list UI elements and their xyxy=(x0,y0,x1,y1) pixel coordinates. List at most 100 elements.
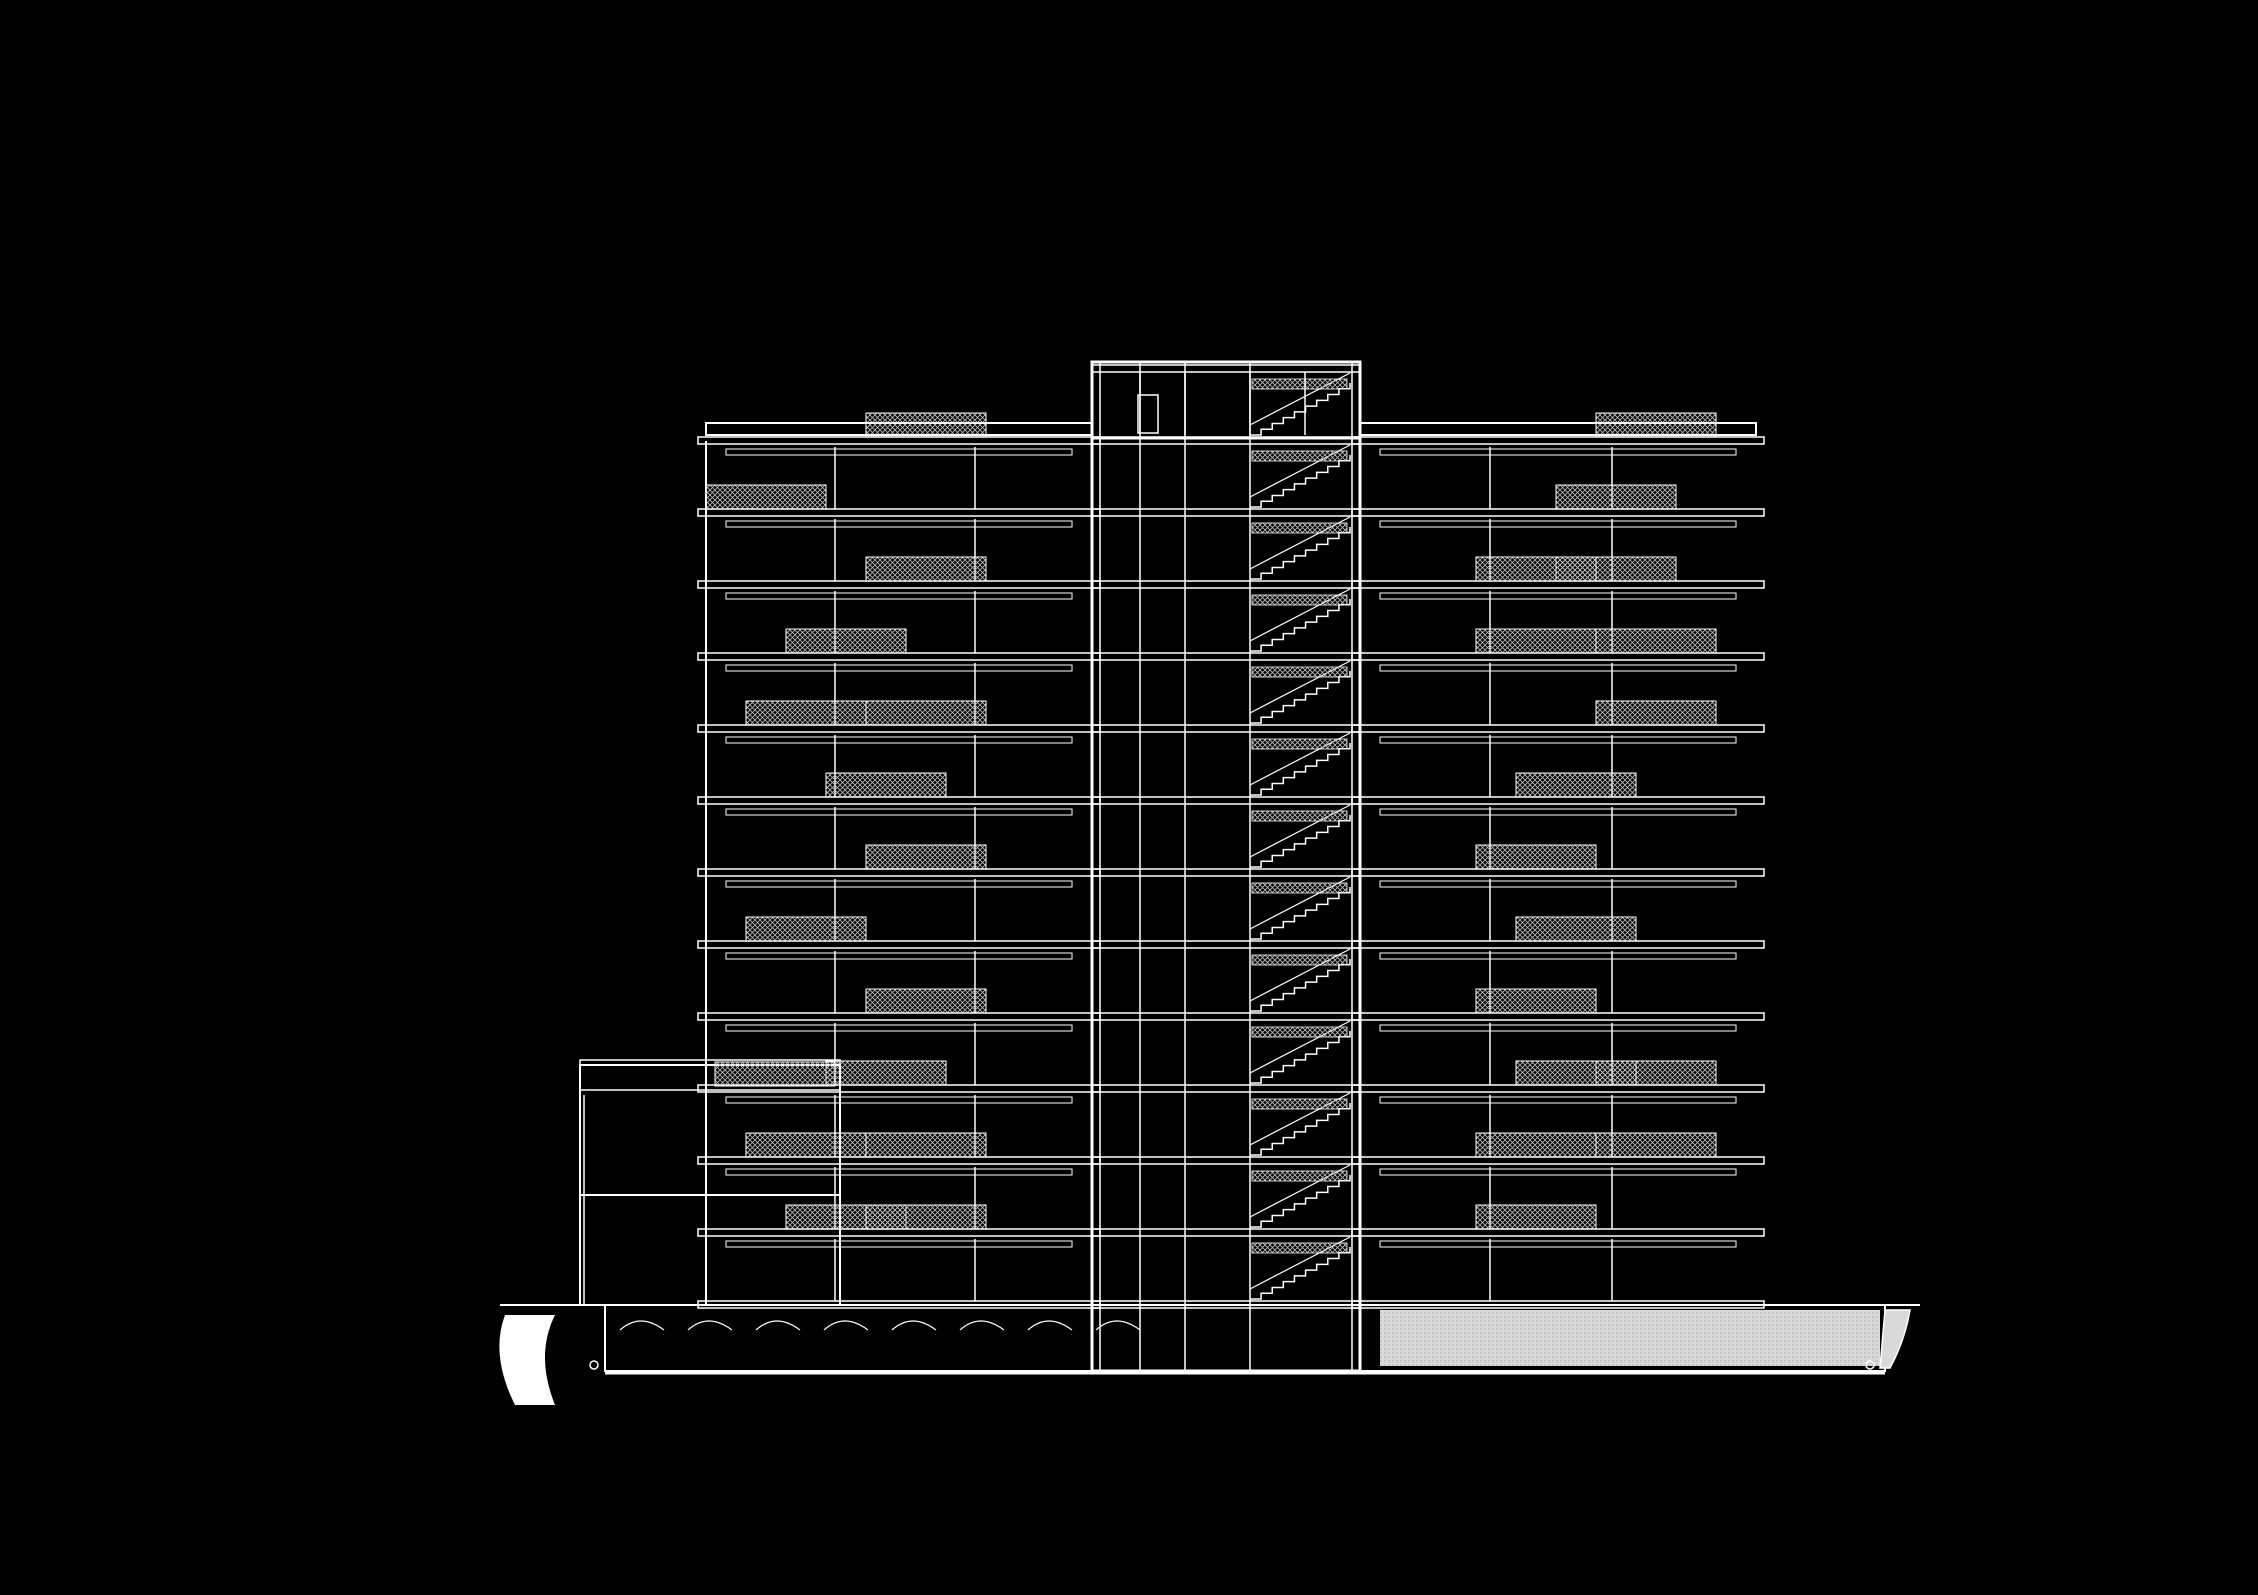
basement-arch xyxy=(755,1320,801,1331)
left-window-head xyxy=(725,592,1073,600)
right-floor-slab xyxy=(1351,1156,1765,1165)
right-balcony-railing xyxy=(1475,628,1597,654)
stair-balustrade xyxy=(1251,1098,1348,1110)
left-balcony-railing xyxy=(865,700,987,726)
left-window-head xyxy=(725,448,1073,456)
stair-balustrade xyxy=(1251,1242,1348,1254)
right-window-head xyxy=(1379,1240,1737,1248)
soil-right xyxy=(1879,1309,1911,1369)
right-floor-slab xyxy=(1351,1084,1765,1093)
left-window-head xyxy=(725,1240,1073,1248)
basement-fill-right xyxy=(1380,1310,1880,1366)
stair-balustrade xyxy=(1251,522,1348,534)
basement-arch xyxy=(619,1320,665,1331)
left-balcony-railing xyxy=(705,484,827,510)
core-landing xyxy=(1091,724,1361,733)
stair-balustrade xyxy=(1251,954,1348,966)
stair-flight xyxy=(1250,887,1351,940)
stair-flight xyxy=(1250,959,1351,1012)
left-window-head xyxy=(725,736,1073,744)
stair-flight xyxy=(1250,1247,1351,1300)
left-wing xyxy=(697,412,1101,1309)
left-floor-slab xyxy=(697,436,1101,445)
basement-arch xyxy=(959,1320,1005,1331)
stair-balustrade xyxy=(1251,882,1348,894)
left-balcony-railing xyxy=(825,1060,947,1086)
right-balcony-railing xyxy=(1475,988,1597,1014)
right-window-head xyxy=(1379,520,1737,528)
left-floor-slab xyxy=(697,724,1101,733)
left-floor-slab xyxy=(697,1012,1101,1021)
left-floor-slab xyxy=(697,508,1101,517)
soil-left xyxy=(499,1315,555,1405)
core-landing xyxy=(1091,796,1361,805)
right-balcony-railing xyxy=(1475,844,1597,870)
right-balcony-railing xyxy=(1475,556,1597,582)
right-wing xyxy=(1351,412,1765,1309)
stair-flight xyxy=(1250,527,1351,580)
left-floor-slab xyxy=(697,868,1101,877)
right-balcony-railing xyxy=(1595,412,1717,438)
stair-balustrade xyxy=(1251,378,1348,390)
right-window-head xyxy=(1379,1024,1737,1032)
roof-structure xyxy=(705,360,1757,440)
annex-outline xyxy=(579,1064,841,1306)
stair-balustrade xyxy=(1251,1170,1348,1182)
stair-flight xyxy=(1250,1175,1351,1228)
right-floor-slab xyxy=(1351,1228,1765,1237)
right-floor-slab xyxy=(1351,940,1765,949)
left-floor-slab xyxy=(697,1228,1101,1237)
core-landing xyxy=(1091,1084,1361,1093)
drain-left xyxy=(589,1360,599,1370)
core-landing xyxy=(1091,508,1361,517)
left-balcony-railing xyxy=(865,412,987,438)
left-balcony-railing xyxy=(745,916,867,942)
lift-overrun xyxy=(1090,360,1362,440)
right-floor-slab xyxy=(1351,724,1765,733)
core-landing xyxy=(1091,364,1361,373)
right-window-head xyxy=(1379,880,1737,888)
core-landing xyxy=(1091,1012,1361,1021)
basement-arch xyxy=(823,1320,869,1331)
core-landing xyxy=(1091,1300,1361,1309)
right-balcony-railing xyxy=(1475,1132,1597,1158)
stair-balustrade xyxy=(1251,594,1348,606)
left-floor-slab xyxy=(697,796,1101,805)
left-floor-slab xyxy=(697,1156,1101,1165)
right-balcony-railing xyxy=(1515,772,1637,798)
annex-roof-railing xyxy=(714,1061,836,1087)
right-floor-slab xyxy=(1351,652,1765,661)
stair-flight xyxy=(1250,1031,1351,1084)
basement-arch xyxy=(687,1320,733,1331)
basement-arch xyxy=(1027,1320,1073,1331)
left-window-head xyxy=(725,952,1073,960)
right-balcony-railing xyxy=(1475,1204,1597,1230)
stair-flight xyxy=(1250,815,1351,868)
core-landing xyxy=(1091,868,1361,877)
right-balcony-railing xyxy=(1595,700,1717,726)
left-balcony-railing xyxy=(865,844,987,870)
right-window-head xyxy=(1379,664,1737,672)
left-floor-slab xyxy=(697,580,1101,589)
left-balcony-railing xyxy=(865,556,987,582)
left-balcony-railing xyxy=(825,772,947,798)
annex-left xyxy=(579,1059,841,1306)
stair-balustrade xyxy=(1251,1026,1348,1038)
basement xyxy=(499,1304,1920,1405)
annex-roof xyxy=(579,1059,841,1091)
stair-flight xyxy=(1250,599,1351,652)
right-floor-slab xyxy=(1351,436,1765,445)
right-balcony-railing xyxy=(1555,484,1677,510)
left-balcony-railing xyxy=(745,1132,867,1158)
drain-right xyxy=(1865,1360,1875,1370)
left-window-head xyxy=(725,1168,1073,1176)
left-balcony-railing xyxy=(865,988,987,1014)
stair-flight xyxy=(1250,743,1351,796)
stair-flight xyxy=(1250,1103,1351,1156)
right-window-head xyxy=(1379,592,1737,600)
core-landing xyxy=(1091,580,1361,589)
right-floor-slab xyxy=(1351,508,1765,517)
stair-balustrade xyxy=(1251,810,1348,822)
right-balcony-railing xyxy=(1595,1132,1717,1158)
